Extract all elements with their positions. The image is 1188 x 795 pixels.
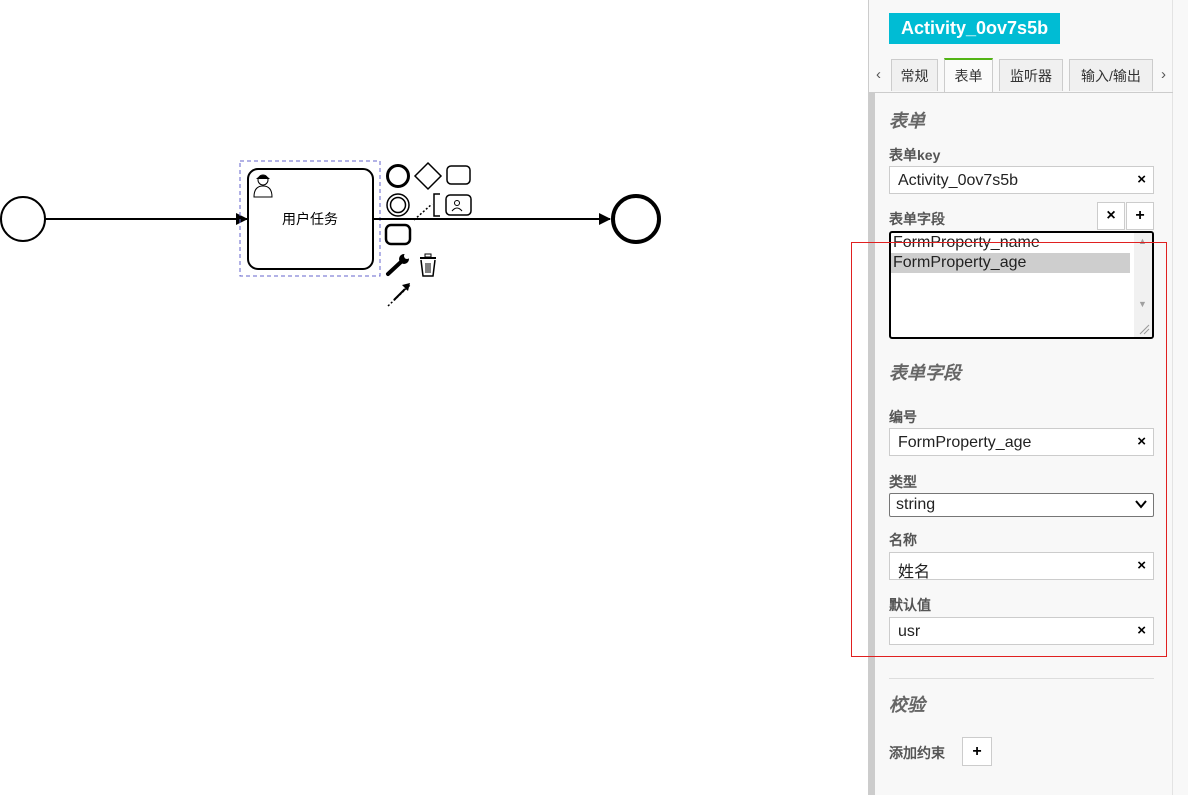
field-id-label: 编号 — [889, 409, 917, 425]
connect-icon[interactable] — [387, 283, 411, 307]
form-key-label: 表单key — [889, 147, 941, 163]
tab-prev-icon[interactable]: ‹ — [876, 66, 881, 83]
field-default-clear-icon[interactable]: × — [1137, 622, 1146, 639]
form-key-input[interactable]: Activity_0ov7s5b × — [889, 166, 1154, 194]
chevron-down-icon — [1135, 500, 1147, 509]
field-name-input[interactable]: 姓名 × — [889, 552, 1154, 581]
append-text-annotation-icon[interactable] — [413, 193, 440, 221]
start-event[interactable] — [0, 196, 46, 242]
tab-general[interactable]: 常规 — [891, 59, 938, 91]
field-name-value: 姓名 — [898, 564, 931, 581]
tab-listeners[interactable]: 监听器 — [999, 59, 1063, 91]
field-name-clear-icon[interactable]: × — [1137, 557, 1146, 574]
field-section-title: 表单字段 — [889, 363, 961, 383]
append-intermediate-event-icon[interactable] — [386, 193, 410, 217]
form-key-clear-icon[interactable]: × — [1137, 171, 1146, 188]
field-default-value: usr — [898, 623, 921, 640]
field-type-select[interactable]: string — [889, 493, 1154, 517]
form-key-value: Activity_0ov7s5b — [898, 172, 1019, 189]
properties-panel: Activity_0ov7s5b ‹ 常规 表单 监听器 输入/输出 › 表单 … — [868, 0, 1188, 795]
tab-input-output[interactable]: 输入/输出 — [1069, 59, 1153, 91]
listbox-scrollbar[interactable]: ▲ ▼ — [1134, 233, 1152, 337]
context-pad[interactable] — [384, 161, 472, 307]
field-default-input[interactable]: usr × — [889, 617, 1154, 645]
field-id-value: FormProperty_age — [898, 434, 1032, 451]
listbox-option[interactable]: FormProperty_name — [893, 234, 1040, 251]
form-fields-listbox[interactable]: FormProperty_name FormProperty_age ▲ ▼ — [889, 231, 1154, 339]
resize-handle-icon[interactable] — [1138, 323, 1150, 335]
validation-section-title: 校验 — [889, 695, 925, 715]
panel-scrollbar[interactable] — [869, 92, 875, 795]
panel-edge-divider — [1172, 0, 1173, 795]
append-gateway-icon[interactable] — [413, 161, 443, 191]
append-task-icon[interactable] — [446, 165, 471, 185]
field-id-input[interactable]: FormProperty_age × — [889, 428, 1154, 456]
field-type-value: string — [896, 496, 936, 513]
end-event[interactable] — [611, 194, 661, 244]
tab-form[interactable]: 表单 — [944, 58, 993, 92]
scroll-up-icon[interactable]: ▲ — [1138, 236, 1147, 246]
remove-form-field-button[interactable]: × — [1097, 202, 1125, 230]
field-default-label: 默认值 — [889, 597, 931, 613]
form-section-title: 表单 — [889, 111, 925, 131]
append-user-task-icon[interactable] — [445, 194, 472, 216]
user-icon — [253, 174, 273, 198]
form-fields-label: 表单字段 — [889, 211, 945, 227]
panel-tabs: ‹ 常规 表单 监听器 输入/输出 › — [869, 58, 1173, 93]
trash-icon[interactable] — [420, 253, 436, 277]
field-type-label: 类型 — [889, 474, 917, 490]
tab-next-icon[interactable]: › — [1161, 66, 1166, 83]
user-task-label: 用户任务 — [282, 211, 338, 227]
bpmn-canvas[interactable]: 用户任务 — [0, 0, 868, 795]
add-constraint-button[interactable]: + — [962, 737, 992, 766]
scroll-down-icon[interactable]: ▼ — [1138, 299, 1147, 309]
field-id-clear-icon[interactable]: × — [1137, 433, 1146, 450]
user-task[interactable]: 用户任务 — [247, 168, 374, 270]
wrench-icon[interactable] — [386, 253, 410, 276]
add-constraint-label: 添加约束 — [889, 745, 945, 761]
element-id-badge: Activity_0ov7s5b — [889, 13, 1061, 44]
add-form-field-button[interactable]: + — [1126, 202, 1154, 230]
diagram-svg[interactable]: 用户任务 — [0, 0, 868, 795]
append-subprocess-icon[interactable] — [384, 223, 412, 246]
listbox-option-selected[interactable]: FormProperty_age — [891, 253, 1130, 273]
append-end-event-icon[interactable] — [386, 164, 410, 188]
section-divider — [889, 678, 1154, 679]
field-name-label: 名称 — [889, 532, 917, 548]
